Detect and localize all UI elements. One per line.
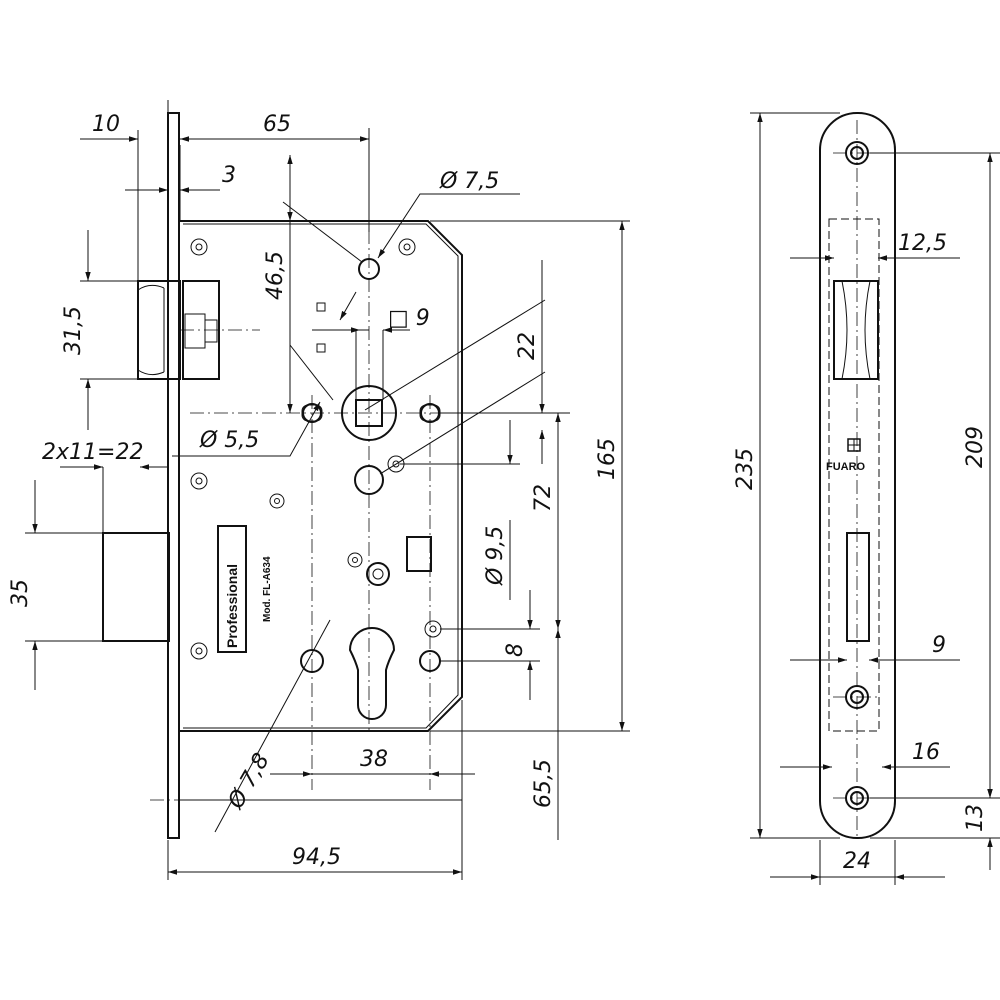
dim-bottom-offset: 65,5 (531, 759, 556, 808)
faceplate-view: FUARO (750, 112, 1000, 885)
dim-screw-head: 16 (912, 740, 940, 765)
bolt-slot (846, 532, 870, 642)
dim-case-width: 94,5 (292, 845, 341, 870)
dim-faceplate-length: 235 (733, 448, 758, 490)
dim-cylinder-offset: 8 (503, 643, 528, 657)
dim-follower-square: □ 9 (388, 306, 430, 331)
dim-backset: 65 (263, 112, 291, 137)
dim-cylinder-spacing: 38 (360, 747, 388, 772)
latch-bolt (137, 280, 181, 380)
dim-end-offset: 13 (963, 804, 988, 832)
dim-follower-offset: 46,5 (263, 251, 288, 300)
lock-case (180, 220, 463, 732)
faceplate-edge (167, 112, 180, 839)
dim-latch-slot-width: 12,5 (898, 231, 947, 256)
dim-deadbolt-throw: 2x11=22 (42, 440, 143, 465)
dim-backset-offset: 10 (92, 112, 120, 137)
dim-follower-to-center: 22 (515, 332, 540, 360)
lock-body-view: Professional Mod. FL-A634 (25, 100, 630, 880)
dim-deadbolt-height: 35 (8, 579, 33, 607)
dim-faceplate-hole-spacing: 209 (963, 426, 988, 468)
dim-cylinder-hole: Ø 7,8 (223, 749, 275, 814)
dim-faceplate-width: 24 (843, 849, 871, 874)
brand-badge-text: Professional (224, 564, 240, 648)
dim-spindle-hole: Ø 9,5 (483, 526, 508, 586)
dim-screw-hole-side: Ø 5,5 (199, 428, 259, 453)
dim-faceplate-thickness: 3 (222, 163, 236, 188)
dim-center-distance: 72 (531, 484, 556, 512)
cylinder-cutout (348, 627, 396, 720)
dim-latch-height: 31,5 (61, 306, 86, 355)
dim-case-height: 165 (595, 438, 620, 480)
latch-slot (833, 280, 879, 380)
dim-bolt-slot-width: 9 (932, 633, 946, 658)
dim-screw-hole-top: Ø 7,5 (439, 169, 499, 194)
faceplate (819, 112, 896, 839)
model-text: Mod. FL-A634 (262, 556, 273, 622)
faceplate-brand: FUARO (826, 461, 866, 473)
deadbolt (102, 532, 170, 642)
brand-badge (217, 525, 247, 653)
